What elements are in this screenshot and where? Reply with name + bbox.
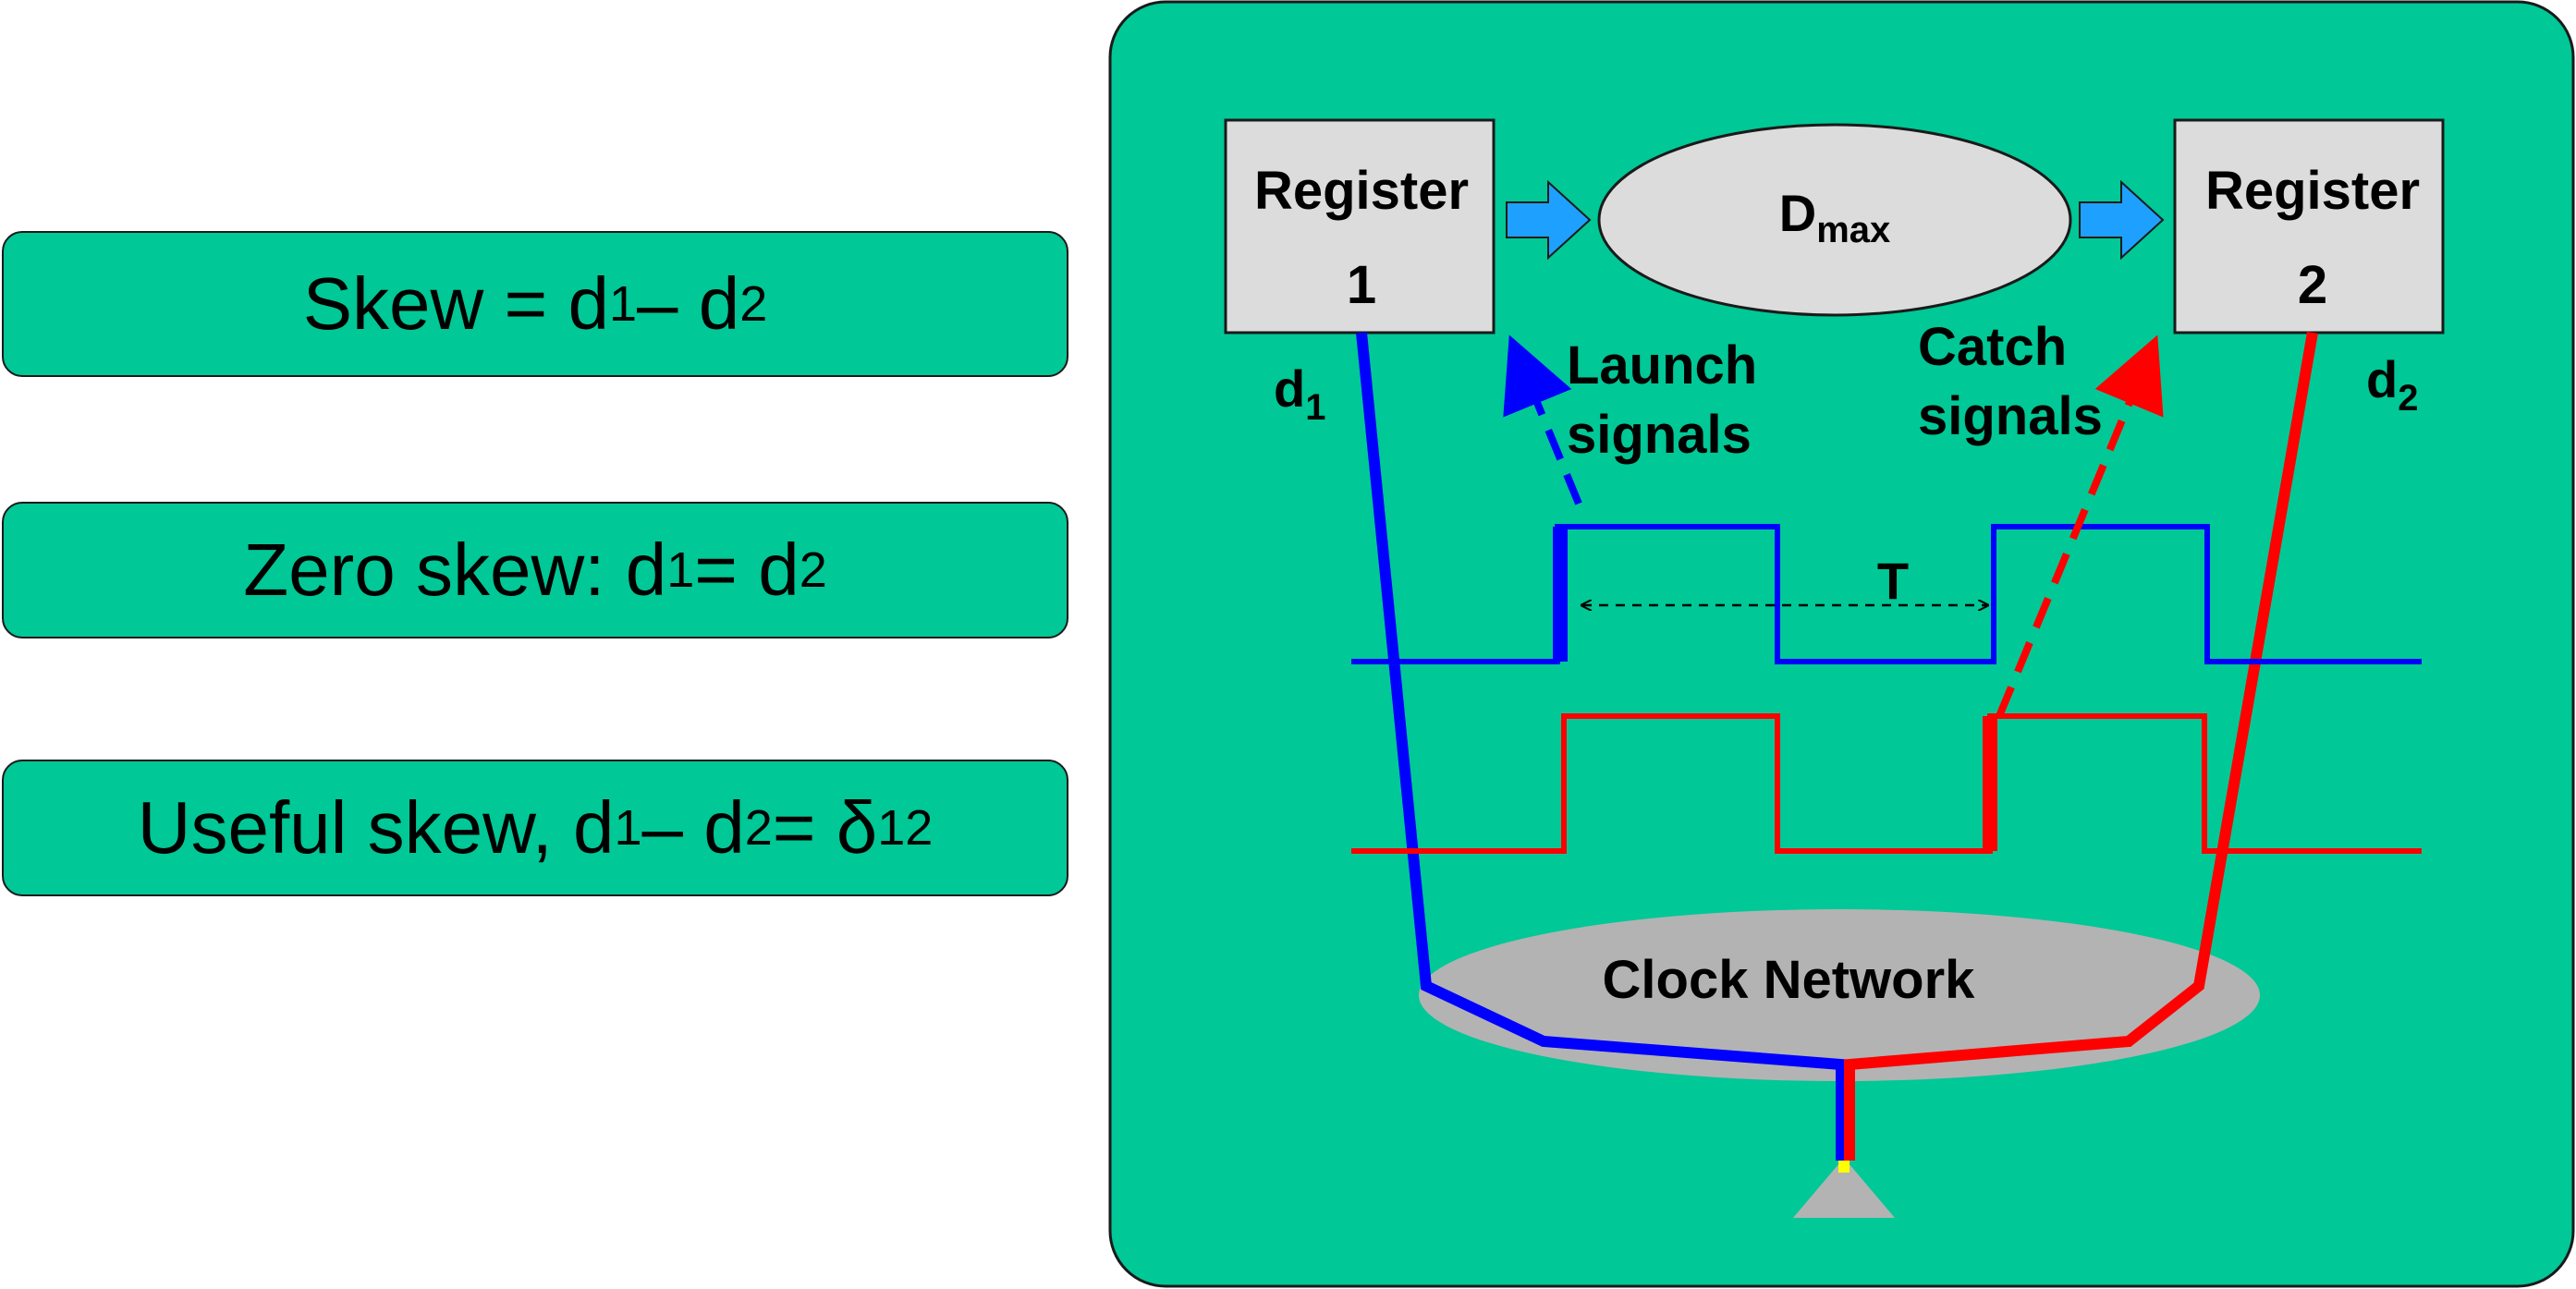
register-1-title: Register (1254, 161, 1469, 221)
d2-sub: 2 (2398, 378, 2418, 419)
clock-network-label: Clock Network (1603, 950, 1976, 1010)
clock-source-triangle (1793, 1158, 1895, 1218)
d2-label: d2 (2366, 350, 2418, 419)
d1-sub: 1 (1305, 387, 1325, 428)
d1-main: d (1274, 359, 1305, 418)
register-1-number: 1 (1347, 255, 1376, 315)
register-2-box (2173, 118, 2445, 334)
launch-signal-arrow (1503, 334, 1582, 505)
logic-label-sub: max (1816, 210, 1890, 250)
logic-label: Dmax (1779, 184, 1891, 250)
useful-skew-prefix: Useful skew, d (137, 786, 615, 869)
register-2-number: 2 (2298, 255, 2327, 315)
period-label: T (1877, 552, 1909, 610)
data-arrow-left (1506, 179, 1592, 261)
useful-skew-eq: = δ (772, 786, 878, 869)
skew-mid: – d (637, 262, 740, 345)
clock-network-ellipse (1419, 909, 2260, 1081)
catch-clock-wire (1844, 331, 2318, 1161)
data-arrow-right (2079, 179, 2165, 261)
zero-skew-prefix: Zero skew: d (243, 529, 667, 611)
launch-label-line2: signals (1567, 405, 1752, 465)
skew-prefix: Skew = d (302, 262, 609, 345)
clock-source-dot (1838, 1160, 1850, 1173)
catch-label-line1: Catch (1918, 317, 2067, 377)
catch-clock-waveform (1351, 713, 2422, 854)
zero-skew-mid: = d (694, 529, 800, 611)
catch-label-line2: signals (1918, 386, 2103, 446)
launch-label-line1: Launch (1567, 335, 1757, 395)
register-1-box (1224, 118, 1496, 334)
catch-signal-arrow (1996, 334, 2164, 718)
useful-skew-mid: – d (641, 786, 745, 869)
launch-clock-wire (1356, 332, 1847, 1161)
d1-label: d1 (1274, 359, 1325, 428)
register-2-title: Register (2205, 161, 2420, 221)
logic-label-main: D (1779, 184, 1816, 242)
d2-main: d (2366, 350, 2398, 408)
logic-ellipse (1597, 123, 2072, 317)
